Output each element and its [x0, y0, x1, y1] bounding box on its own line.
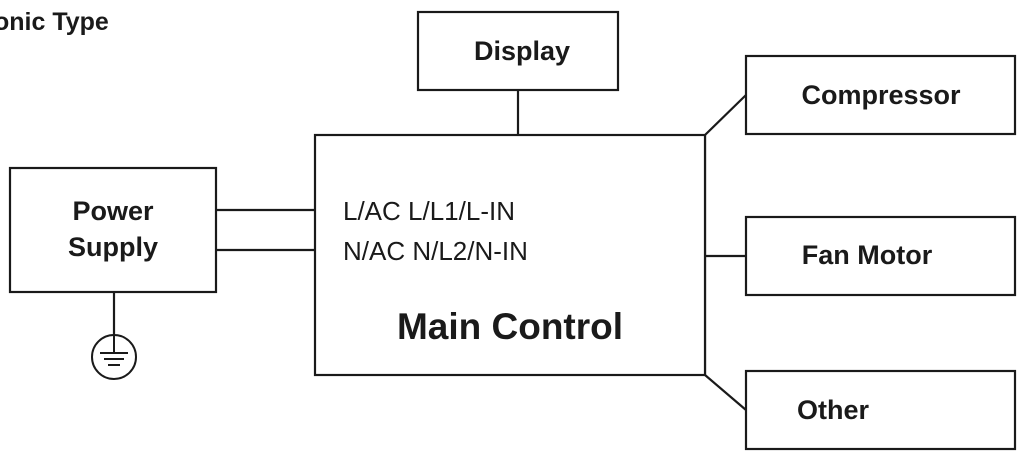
fan-motor-label: Fan Motor [802, 240, 933, 270]
fan-motor-block [744, 215, 1017, 297]
bus-to-compressor-wire [704, 94, 747, 136]
main-control-label: Main Control [397, 306, 623, 347]
other-label: Other [797, 395, 870, 425]
ground-symbol-icon [91, 334, 137, 380]
bus-to-other-wire [704, 374, 747, 411]
power-supply-label-line2: Supply [68, 232, 158, 262]
compressor-block [744, 54, 1017, 136]
power-supply-label-line1: Power [72, 196, 154, 226]
other-block [744, 369, 1017, 451]
line-terminal-label: L/AC L/L1/L-IN [343, 196, 515, 226]
display-label: Display [474, 36, 570, 66]
main-control-block [313, 133, 707, 377]
power-supply-block [8, 166, 218, 294]
diagram-heading: onic Type [0, 8, 109, 36]
display-block [416, 10, 620, 92]
compressor-label: Compressor [801, 80, 961, 110]
neutral-terminal-label: N/AC N/L2/N-IN [343, 236, 528, 266]
